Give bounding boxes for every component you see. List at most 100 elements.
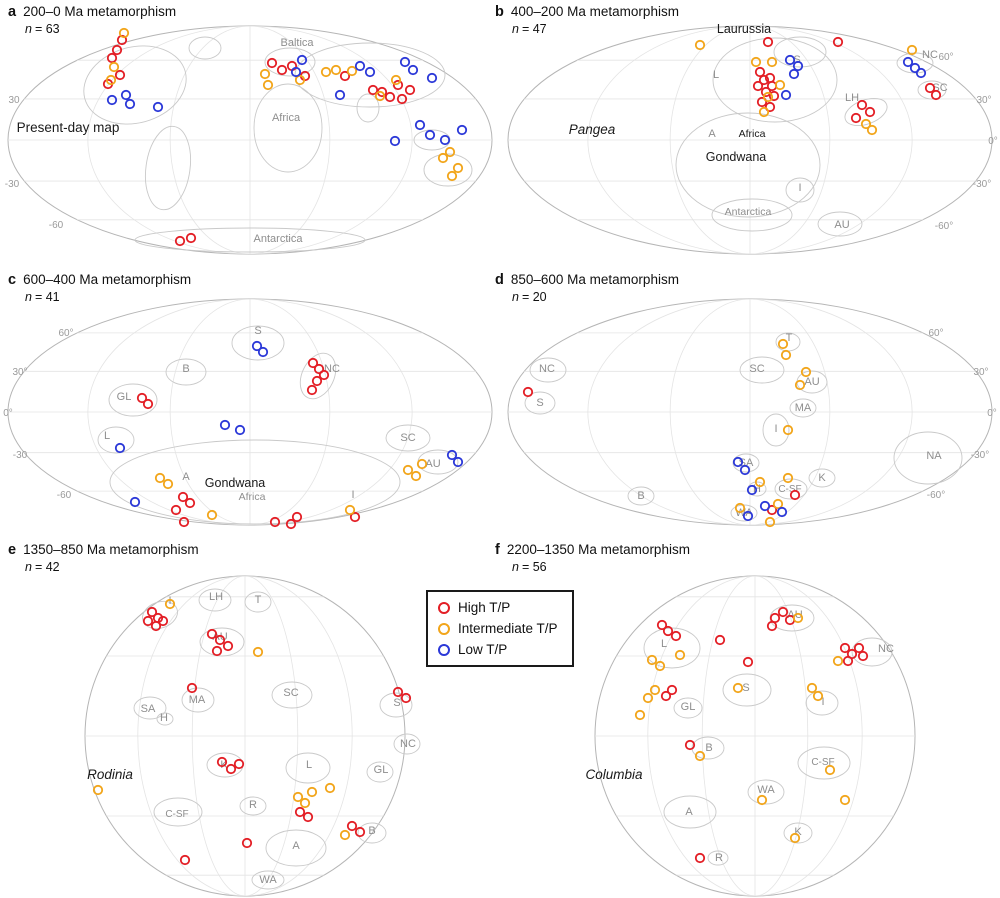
continent-outline <box>917 80 947 100</box>
data-point-high <box>179 854 191 866</box>
data-point-high <box>294 806 306 818</box>
data-point-intermediate <box>330 64 342 76</box>
data-point-high <box>789 489 801 501</box>
data-point-high <box>396 93 408 105</box>
data-point-high <box>116 34 128 46</box>
data-point-high <box>216 756 228 768</box>
data-point-intermediate <box>789 832 801 844</box>
continent-outline <box>385 424 431 452</box>
data-point-low <box>414 119 426 131</box>
data-point-intermediate <box>758 106 770 118</box>
continent-label: I <box>168 595 171 607</box>
continent-label: AU <box>804 376 819 388</box>
data-point-high <box>694 852 706 864</box>
data-point-high <box>266 57 278 69</box>
data-point-high <box>136 392 148 404</box>
continent-outline <box>783 822 813 844</box>
latitude-label: 30 <box>8 95 20 106</box>
continent-label: S <box>742 682 749 694</box>
panel-f-count: n= 56 <box>512 560 547 574</box>
data-point-high <box>339 70 351 82</box>
data-point-low <box>739 464 751 476</box>
n-value: = 20 <box>521 290 547 304</box>
data-point-low <box>251 340 263 352</box>
data-point-high <box>768 90 780 102</box>
legend-label-intermediate: Intermediate T/P <box>458 621 558 636</box>
continent-label: L <box>104 430 110 442</box>
continent-label: B <box>705 742 712 754</box>
continent-outline <box>675 112 821 218</box>
data-point-intermediate <box>206 509 218 521</box>
continent-outline <box>144 125 192 211</box>
latitude-label: 30° <box>973 367 988 378</box>
data-point-intermediate <box>105 74 117 86</box>
continent-label: NC <box>922 49 938 61</box>
data-point-intermediate <box>792 612 804 624</box>
continent-outline <box>722 673 772 707</box>
continent-outline <box>133 696 167 720</box>
continent-outline <box>707 850 729 866</box>
panel-c-title-text: 600–400 Ma metamorphism <box>23 272 192 287</box>
continent-outline <box>109 439 401 525</box>
n-symbol: n <box>25 560 32 574</box>
data-point-low <box>257 346 269 358</box>
data-point-high <box>660 690 672 702</box>
data-point-high <box>400 692 412 704</box>
data-point-intermediate <box>437 152 449 164</box>
continent-outline <box>366 761 394 783</box>
graticule-line <box>191 576 299 896</box>
latitude-label: 60° <box>928 328 943 339</box>
data-point-high <box>656 619 668 631</box>
continent-label: I <box>821 696 824 708</box>
panel-a-count: n= 63 <box>25 22 60 36</box>
continent-label: GL <box>117 391 132 403</box>
graticule <box>508 26 992 254</box>
data-point-intermediate <box>782 424 794 436</box>
continent-outline <box>423 153 473 187</box>
n-symbol: n <box>512 560 519 574</box>
continent-label: Antarctica <box>254 233 304 245</box>
latitude-label: 30° <box>976 95 991 106</box>
data-point-intermediate <box>756 794 768 806</box>
graticule <box>8 299 492 525</box>
data-point-low <box>234 424 246 436</box>
data-point-intermediate <box>782 472 794 484</box>
panel-b-letter: b <box>495 4 504 20</box>
data-point-intermediate <box>444 146 456 158</box>
data-point-intermediate <box>762 91 774 103</box>
continent-outline <box>627 486 655 506</box>
data-point-intermediate <box>794 379 806 391</box>
data-point-high <box>756 96 768 108</box>
legend-label-high: High T/P <box>458 600 511 615</box>
continent-outline <box>264 47 316 77</box>
continent-outline <box>762 413 790 447</box>
data-point-intermediate <box>806 682 818 694</box>
continent-label: A <box>182 471 190 483</box>
continent-outline <box>739 356 785 384</box>
panel-d-title-text: 850–600 Ma metamorphism <box>510 272 679 287</box>
graticule-line <box>587 299 913 525</box>
n-value: = 42 <box>34 560 60 574</box>
continent-outline <box>773 36 827 68</box>
data-point-intermediate <box>118 27 130 39</box>
continent-label: SC <box>283 687 298 699</box>
continent-outline <box>808 468 836 488</box>
data-point-low <box>452 456 464 468</box>
data-point-high <box>222 640 234 652</box>
graticule-line <box>169 299 331 525</box>
graticule-line <box>587 26 913 254</box>
continent-label: I <box>774 423 777 435</box>
data-point-high <box>853 642 865 654</box>
data-point-high <box>762 36 774 48</box>
low-tp-swatch-icon <box>438 643 450 656</box>
data-point-low <box>792 60 804 72</box>
n-value: = 63 <box>34 22 60 36</box>
continent-outline <box>789 398 817 418</box>
latitude-label: -60 <box>49 220 64 231</box>
data-point-low <box>909 62 921 74</box>
latitude-label: 0° <box>3 408 13 419</box>
high-tp-swatch-icon <box>438 601 450 614</box>
data-point-high <box>142 398 154 410</box>
